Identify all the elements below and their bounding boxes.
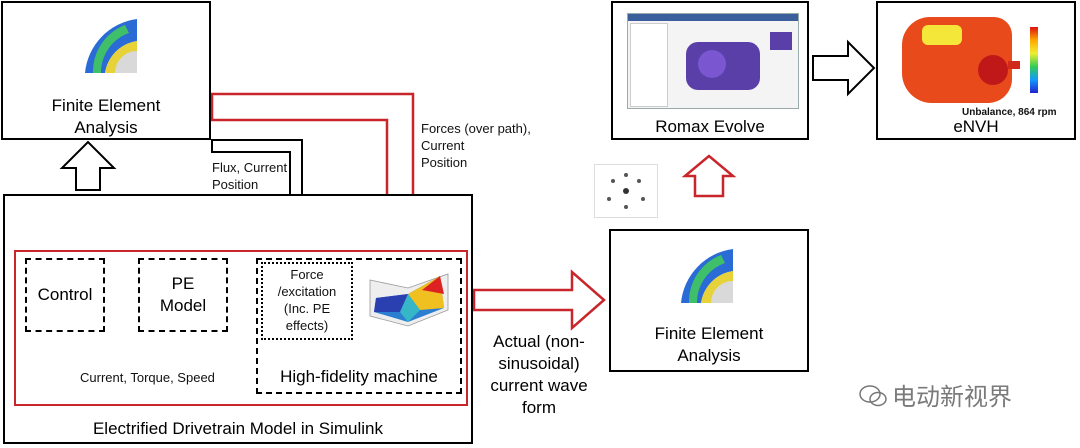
envh-box: Unbalance, 864 rpm eNVH (876, 1, 1076, 140)
flux-label: Flux, Current Position (212, 160, 288, 192)
surface-plot-image (369, 273, 449, 327)
arrow-up-to-romax (681, 154, 737, 198)
arrow-romax-to-envh (812, 39, 876, 97)
arrow-up-to-fea (59, 140, 117, 191)
watermark-text: 电动新视界 (892, 384, 1012, 411)
envh-color-scale (1030, 27, 1038, 93)
envh-title: eNVH (953, 117, 999, 136)
arrow-actual-current (472, 269, 606, 331)
machine-block (256, 258, 462, 394)
romax-title: Romax Evolve (655, 117, 765, 136)
feedback-label: Current, Torque, Speed (80, 370, 215, 385)
actual-current-label: Actual (non- sinusoidal) current wave fo… (490, 332, 588, 417)
pe-model-label: PE Model (159, 274, 207, 315)
romax-box: Romax Evolve (611, 1, 809, 140)
control-block (25, 258, 105, 332)
wechat-icon (858, 384, 888, 408)
drivetrain-model-box (14, 250, 468, 406)
romax-screenshot (627, 13, 799, 109)
force-label: Force /excitation (Inc. PE effects) (277, 267, 337, 333)
small-diagram-thumbnail (594, 164, 658, 218)
pe-model-block (138, 258, 228, 332)
forces-label: Forces (over path), Current Position (421, 121, 531, 170)
control-label: Control (37, 285, 93, 304)
fea-bottom-box: Finite Element Analysis (609, 229, 809, 372)
simulink-outer-box (3, 194, 473, 444)
fea-mesh-image (85, 19, 137, 73)
fea-mesh-image-2 (681, 249, 733, 303)
machine-label: High-fidelity machine (280, 367, 438, 386)
fea-top-box: Finite Element Analysis (1, 1, 211, 140)
simulink-title: Electrified Drivetrain Model in Simulink (92, 419, 384, 438)
fea-bottom-title: Finite Element Analysis (654, 324, 764, 365)
fea-top-title: Finite Element Analysis (51, 96, 161, 137)
force-block (261, 262, 353, 340)
envh-caption: Unbalance, 864 rpm (962, 107, 1057, 118)
